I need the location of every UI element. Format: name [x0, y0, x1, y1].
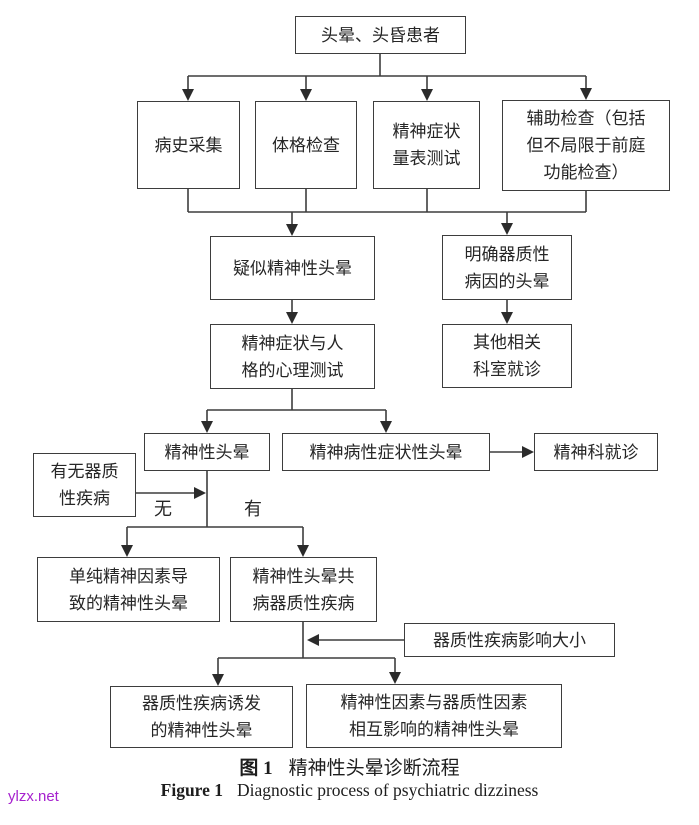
node-organic-disease-question: 有无器质 性疾病	[33, 453, 136, 517]
branch-label-yes: 有	[241, 495, 265, 521]
arrowhead-to-suspected	[286, 224, 298, 236]
node-pure-psych-dizziness: 单纯精神因素导 致的精神性头晕	[37, 557, 220, 622]
node-patient: 头晕、头昏患者	[295, 16, 466, 54]
arrowhead-organic-to-dept	[501, 312, 513, 324]
node-psychiatry-visit: 精神科就诊	[534, 433, 658, 471]
caption-en-title: Diagnostic process of psychiatric dizzin…	[237, 780, 539, 800]
arrowhead-to-organic-cause	[501, 223, 513, 235]
arrowhead-to-psychotic	[380, 421, 392, 433]
arrowhead-to-scale	[421, 89, 433, 101]
caption-zh-title: 精神性头晕诊断流程	[288, 758, 460, 779]
node-psych-personality-test: 精神症状与人 格的心理测试	[210, 324, 375, 389]
watermark: ylzx.net	[8, 788, 59, 805]
node-organic-impact: 器质性疾病影响大小	[404, 623, 615, 657]
node-psychogenic-dizziness: 精神性头晕	[144, 433, 270, 471]
arrowhead-impact	[307, 634, 319, 646]
arrowhead-to-induced	[212, 674, 224, 686]
caption-en: Figure 1 Diagnostic process of psychiatri…	[0, 780, 699, 801]
arrowhead-to-auxiliary	[580, 88, 592, 100]
arrowhead-to-mutual	[389, 672, 401, 684]
arrowhead-suspected-to-test	[286, 312, 298, 324]
arrowhead-to-comorbid	[297, 545, 309, 557]
caption-zh-label: 图 1	[239, 758, 273, 779]
caption-en-label: Figure 1	[160, 780, 224, 800]
caption-zh: 图 1 精神性头晕诊断流程	[0, 753, 699, 780]
node-other-department: 其他相关 科室就诊	[442, 324, 572, 388]
node-comorbid-organic: 精神性头晕共 病器质性疾病	[230, 557, 377, 622]
arrowhead-to-psychiatry	[522, 446, 534, 458]
arrowhead-to-psychogenic	[201, 421, 213, 433]
node-symptom-scale: 精神症状 量表测试	[373, 101, 480, 189]
arrowhead-to-pure	[121, 545, 133, 557]
node-physical-exam: 体格检查	[255, 101, 357, 189]
node-mutual-influence: 精神性因素与器质性因素 相互影响的精神性头晕	[306, 684, 562, 748]
arrowhead-organic-question	[194, 487, 206, 499]
arrowhead-to-history	[182, 89, 194, 101]
branch-label-no: 无	[151, 495, 175, 521]
node-psychotic-symptom-dizziness: 精神病性症状性头晕	[282, 433, 490, 471]
node-organic-cause-dizziness: 明确器质性 病因的头晕	[442, 235, 572, 300]
arrowhead-to-physical	[300, 89, 312, 101]
node-suspected-psychogenic: 疑似精神性头晕	[210, 236, 375, 300]
node-organic-induced: 器质性疾病诱发 的精神性头晕	[110, 686, 293, 748]
node-history: 病史采集	[137, 101, 240, 189]
node-auxiliary-exam: 辅助检查（包括 但不局限于前庭 功能检查）	[502, 100, 670, 191]
